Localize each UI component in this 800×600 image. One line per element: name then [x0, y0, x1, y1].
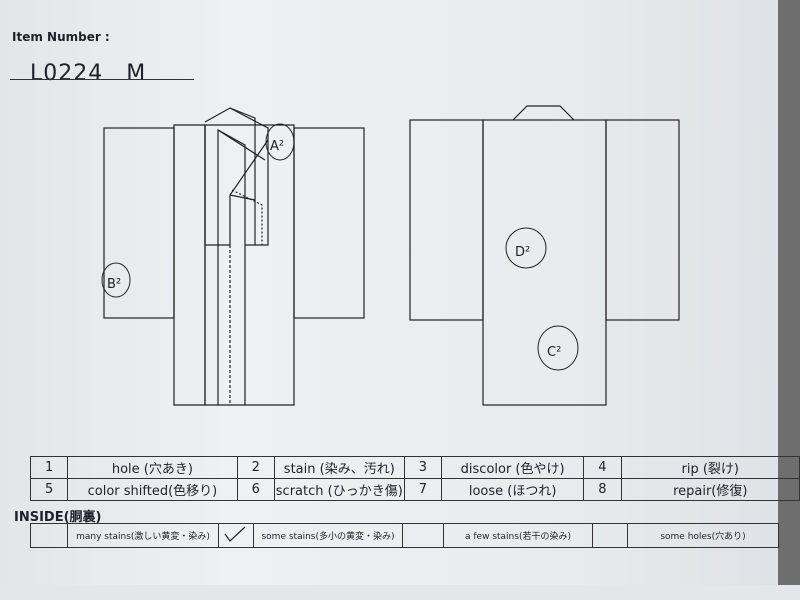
inside-condition-table: many stains(激しい黄変・染み) some stains(多小の黄変・… — [30, 523, 779, 548]
mark-label-b: B² — [107, 277, 121, 292]
back-left-sleeve — [409, 119, 484, 321]
mark-circle-d — [505, 227, 547, 269]
defect-marks — [101, 123, 579, 371]
legend-label: scratch (ひっかき傷) — [273, 478, 405, 501]
inside-option-label: a few stains(若干の染み) — [443, 523, 593, 548]
front-body — [204, 124, 295, 406]
legend-number: 5 — [29, 478, 69, 501]
inside-row: many stains(激しい黄変・染み) some stains(多小の黄変・… — [30, 523, 779, 548]
defect-legend-table: 1 hole (穴あき) 2 stain (染み、汚れ) 3 discolor … — [29, 456, 800, 501]
legend-number: 3 — [403, 456, 442, 479]
legend-label: repair(修復) — [620, 478, 800, 501]
item-number-underline — [10, 79, 194, 80]
legend-label: loose (ほつれ) — [440, 478, 585, 501]
mark-circle-c — [537, 325, 579, 371]
legend-row: 1 hole (穴あき) 2 stain (染み、汚れ) 3 discolor … — [29, 456, 800, 479]
kimono-front — [103, 107, 365, 406]
back-right-sleeve — [605, 119, 680, 321]
legend-label: rip (裂け) — [620, 456, 800, 479]
inside-checkbox[interactable] — [218, 523, 254, 548]
legend-label: stain (染み、汚れ) — [273, 456, 405, 479]
legend-number: 8 — [583, 478, 622, 501]
kimono-diagram: A² B² D² C² — [101, 105, 680, 406]
inside-checkbox[interactable] — [592, 523, 628, 548]
legend-row: 5 color shifted(色移り) 6 scratch (ひっかき傷) 7… — [29, 478, 800, 501]
inside-option-label: some holes(穴あり) — [627, 523, 779, 548]
inside-checkbox[interactable] — [30, 523, 68, 548]
legend-number: 4 — [583, 456, 622, 479]
check-mark-icon — [224, 526, 246, 542]
mark-circle-a — [265, 123, 295, 161]
legend-number: 2 — [236, 456, 275, 479]
mark-circle-b — [101, 262, 131, 298]
kimono-back — [409, 105, 680, 406]
legend-number: 1 — [29, 456, 69, 479]
inside-option-label: many stains(激しい黄変・染み) — [67, 523, 219, 548]
mark-label-a: A² — [270, 139, 284, 154]
sheet-edge — [0, 585, 800, 600]
mark-label-d: D² — [515, 245, 530, 260]
mark-label-c: C² — [547, 345, 561, 360]
back-collar — [512, 105, 575, 121]
back-body — [482, 119, 607, 406]
item-number-label: Item Number : — [12, 30, 110, 44]
defect-mark-labels: A² B² D² C² — [107, 139, 561, 360]
legend-label: color shifted(色移り) — [67, 478, 238, 501]
front-left-panel — [173, 124, 206, 406]
inside-title: INSIDE(胴裏) — [14, 510, 102, 525]
inside-option-label: some stains(多小の黄変・染み) — [253, 523, 403, 548]
item-number-value: L0224 M — [30, 61, 147, 86]
legend-label: hole (穴あき) — [67, 456, 238, 479]
legend-label: discolor (色やけ) — [440, 456, 585, 479]
legend-number: 6 — [236, 478, 275, 501]
legend-number: 7 — [403, 478, 442, 501]
inside-checkbox[interactable] — [402, 523, 444, 548]
front-right-sleeve — [293, 127, 365, 319]
